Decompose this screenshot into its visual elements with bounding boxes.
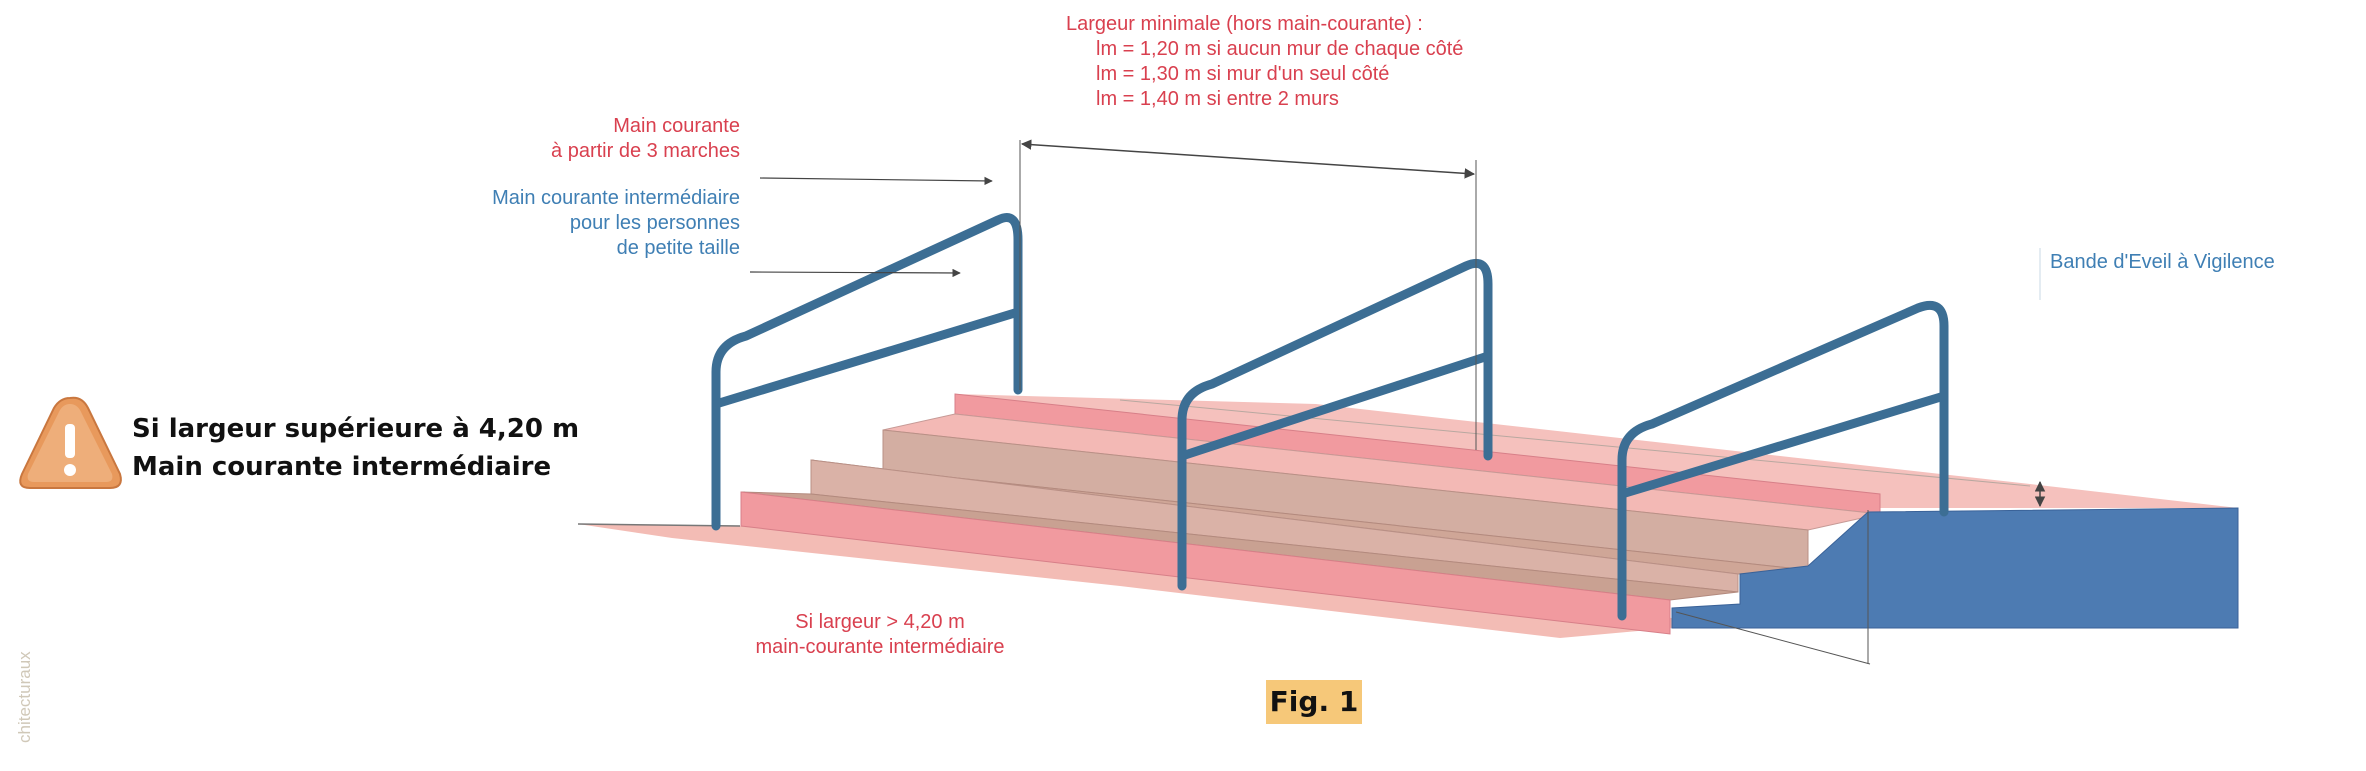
bottom-landing	[578, 524, 1672, 638]
main-courante-label: Main courante à partir de 3 marches	[480, 114, 740, 164]
width-title: Largeur minimale (hors main-courante) :	[1066, 13, 1423, 35]
warning-line-1: Si largeur supérieure à 4,20 m	[132, 414, 580, 444]
main-intermediaire-label: Main courante intermédiaire pour les per…	[390, 186, 740, 261]
si-largeur-line-1: Si largeur > 4,20 m	[795, 611, 965, 633]
si-largeur-label: Si largeur > 4,20 m main-courante interm…	[720, 610, 1040, 660]
main-courante-leader	[759, 176, 993, 186]
handrail-center	[1177, 258, 1493, 591]
intermediaire-leader	[749, 268, 961, 278]
main-courante-line-1: Main courante	[613, 115, 740, 137]
figure-caption: Fig. 1	[1266, 680, 1362, 724]
width-dimension-arrow	[1020, 139, 1476, 179]
handrail-left	[711, 213, 1023, 531]
si-largeur-line-2: main-courante intermédiaire	[755, 636, 1005, 658]
bande-eveil-label: Bande d'Eveil à Vigilence	[2050, 251, 2275, 273]
handrail-right	[1617, 300, 1949, 621]
width-rule-3: lm = 1,40 m si entre 2 murs	[1096, 88, 1339, 110]
width-rule-2: lm = 1,30 m si mur d'un seul côté	[1096, 63, 1390, 85]
handrails	[711, 213, 1949, 621]
intermediaire-line-2: pour les personnes	[569, 212, 740, 234]
handrail-left-low-bar	[711, 307, 1023, 409]
landing-platform	[1671, 507, 2239, 629]
width-requirement-block: Largeur minimale (hors main-courante) : …	[1066, 12, 1463, 112]
intermediaire-line-1: Main courante intermédiaire	[492, 187, 740, 209]
intermediaire-line-3: de petite taille	[616, 237, 740, 259]
handrail-center-low-bar	[1177, 351, 1493, 461]
warning-line-2: Main courante intermédiaire	[132, 452, 552, 482]
step-riser	[740, 491, 1671, 635]
handrail-right-low-bar	[1617, 391, 1949, 499]
width-rule-1: lm = 1,20 m si aucun mur de chaque côté	[1096, 38, 1464, 60]
side-credit: chitecturaux	[15, 651, 34, 743]
vigilance-strip-line	[1119, 399, 2031, 487]
platform-diagonal-line	[1675, 611, 1871, 665]
warning-note: Si largeur supérieure à 4,20 m Main cour…	[132, 410, 579, 486]
warning-triangle-icon	[19, 396, 122, 489]
main-courante-line-2: à partir de 3 marches	[551, 140, 740, 162]
